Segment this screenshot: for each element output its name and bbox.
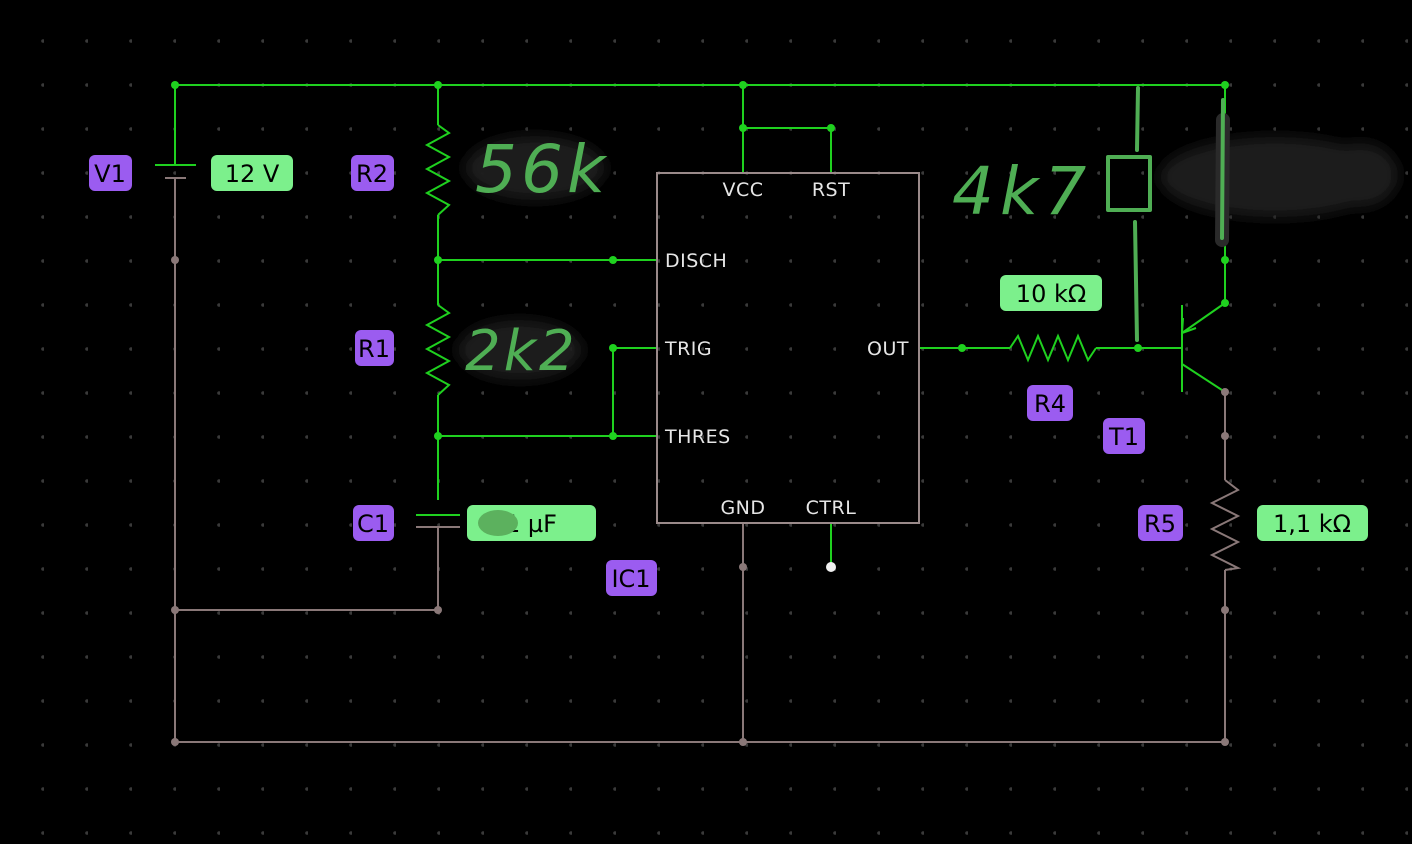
ref-label-ic1[interactable]: IC1 <box>606 560 657 596</box>
ref-label-c1[interactable]: C1 <box>353 505 394 541</box>
pin-ctrl: CTRL <box>806 497 857 519</box>
r1-resistor[interactable] <box>424 304 452 396</box>
svg-text:R2: R2 <box>356 160 388 188</box>
c1-value-smudge <box>478 510 518 536</box>
svg-text:R5: R5 <box>1144 510 1176 538</box>
svg-text:IC1: IC1 <box>611 565 650 593</box>
pin-disch: DISCH <box>665 250 727 272</box>
ref-label-r1[interactable]: R1 <box>355 330 394 366</box>
ref-label-r5[interactable]: R5 <box>1138 505 1183 541</box>
value-label-v1[interactable]: 12 V <box>211 155 293 191</box>
ref-label-t1[interactable]: T1 <box>1103 418 1145 454</box>
pin-rst: RST <box>812 179 850 201</box>
value-label-c1[interactable]: 1 µF <box>467 505 596 541</box>
svg-text:10 kΩ: 10 kΩ <box>1016 280 1086 308</box>
svg-text:C1: C1 <box>357 510 389 538</box>
r1-handwritten-value: 2k2 <box>465 319 578 384</box>
svg-text:T1: T1 <box>1108 423 1139 451</box>
ref-label-r2[interactable]: R2 <box>351 155 394 191</box>
pin-gnd: GND <box>720 497 765 519</box>
value-label-r5[interactable]: 1,1 kΩ <box>1257 505 1368 541</box>
r2-handwritten-value: 56k <box>475 131 609 208</box>
junction-nodes <box>171 81 1229 746</box>
svg-text:12 V: 12 V <box>225 160 280 188</box>
handwritten-resistor-sketch <box>1106 86 1225 342</box>
pin-out: OUT <box>867 338 909 360</box>
ref-label-r4[interactable]: R4 <box>1027 385 1073 421</box>
r2-resistor[interactable] <box>424 124 452 216</box>
svg-text:1,1 kΩ: 1,1 kΩ <box>1273 510 1351 538</box>
pin-vcc: VCC <box>722 179 763 201</box>
value-label-r4[interactable]: 10 kΩ <box>1000 275 1102 311</box>
svg-text:R1: R1 <box>358 335 390 363</box>
ref-label-v1[interactable]: V1 <box>89 155 132 191</box>
r5-resistor[interactable] <box>1209 479 1242 571</box>
ic1-chip[interactable]: VCC RST DISCH TRIG THRES OUT GND CTRL <box>656 172 920 524</box>
svg-text:V1: V1 <box>94 160 126 188</box>
annotation-handwritten-value: 4k7 <box>952 153 1092 230</box>
t1-emitter-arrow <box>1180 317 1197 335</box>
pin-thres: THRES <box>664 426 731 448</box>
svg-text:R4: R4 <box>1034 390 1066 418</box>
pin-trig: TRIG <box>664 338 712 360</box>
